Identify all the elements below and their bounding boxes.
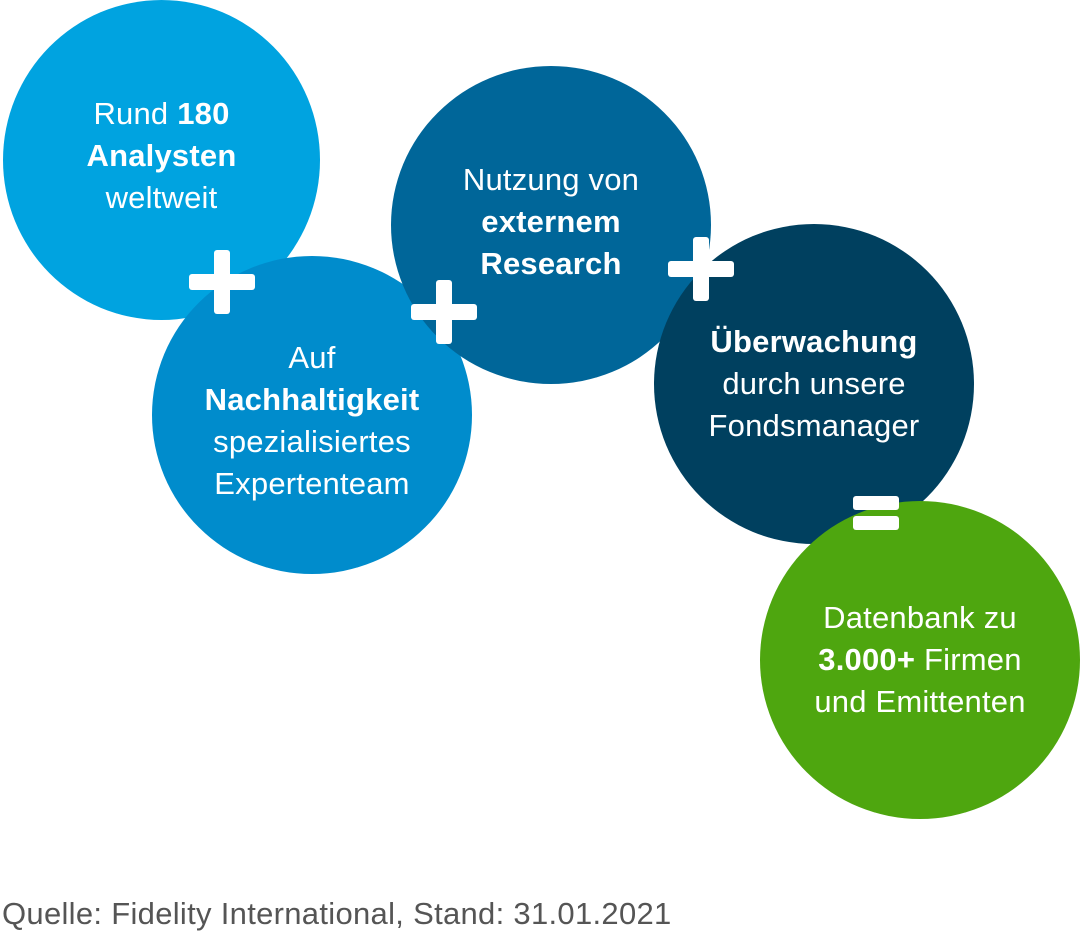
circle-analysts: Rund 180 Analysten weltweit bbox=[3, 0, 320, 320]
database-line3: und Emittenten bbox=[814, 684, 1026, 719]
monitoring-label: Überwachung bbox=[710, 324, 918, 359]
plus-icon bbox=[411, 280, 477, 344]
database-firms: Firmen bbox=[924, 642, 1022, 677]
monitoring-line2: durch unsere bbox=[722, 366, 906, 401]
research-prefix: Nutzung von bbox=[462, 162, 640, 197]
analysts-label: Analysten bbox=[86, 138, 237, 173]
plus-icon bbox=[668, 237, 734, 301]
analysts-prefix: Rund bbox=[93, 96, 169, 131]
sustainability-line3: spezialisiertes bbox=[213, 424, 411, 459]
database-prefix: Datenbank zu bbox=[823, 600, 1017, 635]
sustainability-line4: Expertenteam bbox=[214, 466, 410, 501]
analysts-count: 180 bbox=[177, 96, 230, 131]
source-note: Quelle: Fidelity International, Stand: 3… bbox=[2, 896, 672, 931]
sustainability-prefix: Auf bbox=[288, 340, 336, 375]
research-bold1: externem bbox=[481, 204, 621, 239]
analysts-suffix: weltweit bbox=[105, 180, 218, 215]
circle-sustainability: Auf Nachhaltigkeit spezialisiertes Exper… bbox=[152, 256, 472, 574]
monitoring-line3: Fondsmanager bbox=[708, 408, 920, 443]
circle-database: Datenbank zu 3.000+ Firmen und Emittente… bbox=[760, 501, 1080, 819]
equals-icon bbox=[853, 496, 899, 532]
research-bold2: Research bbox=[480, 246, 622, 281]
database-count: 3.000+ bbox=[818, 642, 916, 677]
plus-icon bbox=[189, 250, 255, 314]
sustainability-label: Nachhaltigkeit bbox=[204, 382, 420, 417]
